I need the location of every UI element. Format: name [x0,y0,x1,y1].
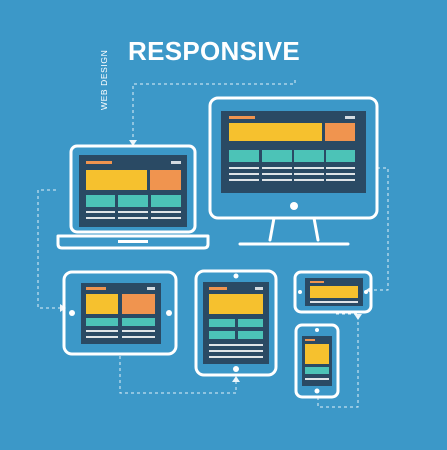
flow-line-tablet-to-portrait [119,356,237,394]
flow-line-title-to-laptop [132,80,296,140]
phone-landscape-icon [293,270,373,314]
laptop-icon [56,144,210,250]
tablet-portrait-icon [194,269,278,377]
arrow-icon [232,376,240,382]
page-title: RESPONSIVE [128,36,301,66]
tablet-landscape-icon [62,270,178,356]
arrow-icon [129,140,137,146]
flow-line-laptop-to-tablet [37,189,60,309]
flow-line-phone-to-phone [317,313,359,408]
monitor-icon [208,96,379,246]
flow-line-monitor-to-phone [372,167,389,291]
flow-connectors [37,80,389,408]
phone-portrait-icon [294,323,340,399]
arrow-icon [354,314,362,320]
